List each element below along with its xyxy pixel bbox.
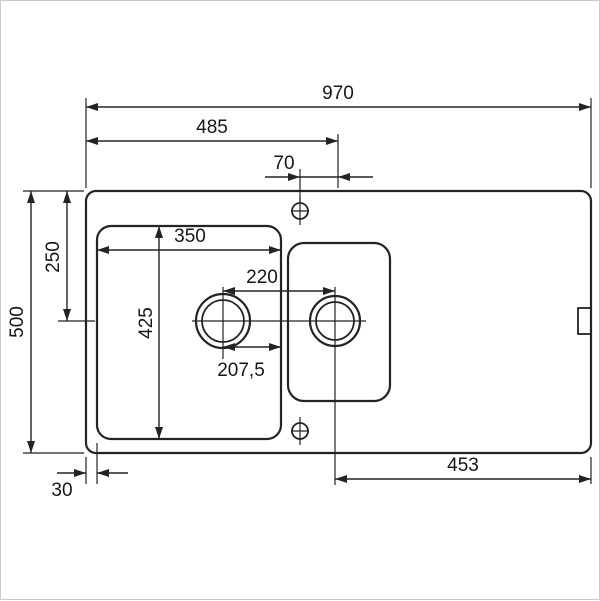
dim-label-70: 70 [273, 153, 294, 174]
arrowhead-right [579, 103, 591, 111]
arrowhead-down [63, 309, 71, 321]
arrowhead-left [97, 246, 109, 254]
arrowhead-up [63, 191, 71, 203]
arrowhead-up [155, 226, 163, 238]
arrowhead-left [335, 475, 347, 483]
dimension-half-width: 485 [86, 117, 339, 188]
arrowhead-right [269, 246, 281, 254]
dimension-drain-offset: 207,5 [217, 343, 281, 381]
dim-label-30: 30 [51, 480, 72, 501]
dimension-overall-width: 970 [85, 83, 592, 188]
dim-label-220: 220 [246, 267, 278, 288]
dimension-bowl-width: 350 [97, 226, 281, 254]
arrowhead-left [223, 343, 235, 351]
dim-label-350: 350 [174, 226, 206, 247]
dimension-edge-margin: 30 [51, 443, 128, 501]
secondary-bowl [286, 241, 392, 403]
dim-label-425: 425 [136, 307, 157, 339]
arrowhead-up [27, 191, 35, 203]
dim-label-485: 485 [196, 117, 228, 138]
dimension-tap-offset: 70 [265, 153, 373, 202]
arrowhead-down [155, 427, 163, 439]
arrowhead-left-tip [97, 469, 109, 477]
arrowhead-left [86, 103, 98, 111]
dimension-bowl-length: 425 [136, 226, 163, 439]
dim-label-453: 453 [447, 455, 479, 476]
arrowhead-left [223, 287, 235, 295]
arrowhead-right [269, 343, 281, 351]
arrowhead-right [323, 287, 335, 295]
main-bowl [95, 224, 283, 441]
dim-label-970: 970 [322, 83, 354, 104]
dimension-drain-to-right-edge: 453 [335, 455, 592, 484]
dimension-overall-depth: 500 [7, 190, 84, 454]
right-edge-notch [577, 307, 592, 335]
dim-label-500: 500 [7, 306, 28, 338]
arrowhead-down [27, 441, 35, 453]
arrowhead-left-tip [338, 173, 350, 181]
arrowhead-right-tip [288, 173, 300, 181]
arrowhead-right-tip [74, 469, 86, 477]
dim-label-250: 250 [43, 241, 64, 273]
arrowhead-right [326, 137, 338, 145]
dimension-top-to-drain: 250 [43, 191, 95, 322]
sink-outline [84, 189, 593, 455]
arrowhead-right [579, 475, 591, 483]
dimension-drain-spacing: 220 [223, 267, 335, 295]
dim-label-207-5: 207,5 [217, 360, 265, 381]
arrowhead-left [86, 137, 98, 145]
tap-hole-bottom [291, 417, 309, 445]
